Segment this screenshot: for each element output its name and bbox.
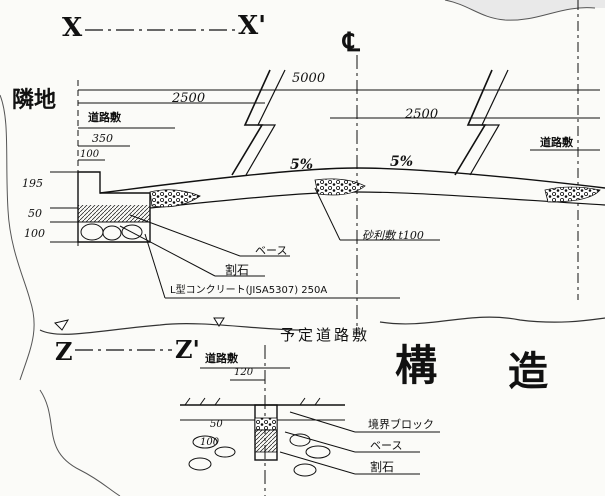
dim-120: 120 <box>234 367 254 378</box>
centerline-symbol: ℄ <box>343 28 360 58</box>
dim-350: 350 <box>92 132 113 145</box>
dim-100-bottom: 100 <box>200 437 220 448</box>
neighbor-land-label: 隣地 <box>12 88 57 113</box>
structure-title-char-1: 構 <box>395 341 438 390</box>
sidewalk-right-label: 道路敷 <box>540 136 573 149</box>
section-label-z-prime: Z' <box>175 335 200 364</box>
stone-bottom-label: 割石 <box>370 460 395 474</box>
gravel-label: 砂利敷 t100 <box>362 229 424 242</box>
dim-100-top: 100 <box>80 149 100 160</box>
section-label-x-prime: X' <box>238 11 267 41</box>
planned-road-label: 予定道路敷 <box>280 326 371 344</box>
slope-right: 5% <box>390 154 414 170</box>
stone-label: 割石 <box>225 263 250 277</box>
block-label: 境界ブロック <box>368 418 434 431</box>
dim-total-width: 5000 <box>292 71 326 86</box>
base-label: ベース <box>255 244 288 257</box>
base-bottom-label: ベース <box>370 439 403 452</box>
dim-50-bottom: 50 <box>210 419 223 430</box>
dim-195: 195 <box>22 177 43 190</box>
dim-50: 50 <box>28 207 42 220</box>
concrete-label: L型コンクリート(JISA5307) 250A <box>170 285 328 296</box>
dim-100: 100 <box>24 227 45 240</box>
structure-title-char-2: 造 <box>508 348 548 395</box>
sidewalk-bottom-label: 道路敷 <box>205 352 238 365</box>
slope-left: 5% <box>290 157 314 173</box>
section-label-z: Z <box>55 337 73 366</box>
dim-half-left: 2500 <box>172 91 206 106</box>
dim-half-right: 2500 <box>405 107 439 122</box>
section-label-x: X <box>62 13 83 43</box>
sidewalk-left-label: 道路敷 <box>88 111 121 124</box>
